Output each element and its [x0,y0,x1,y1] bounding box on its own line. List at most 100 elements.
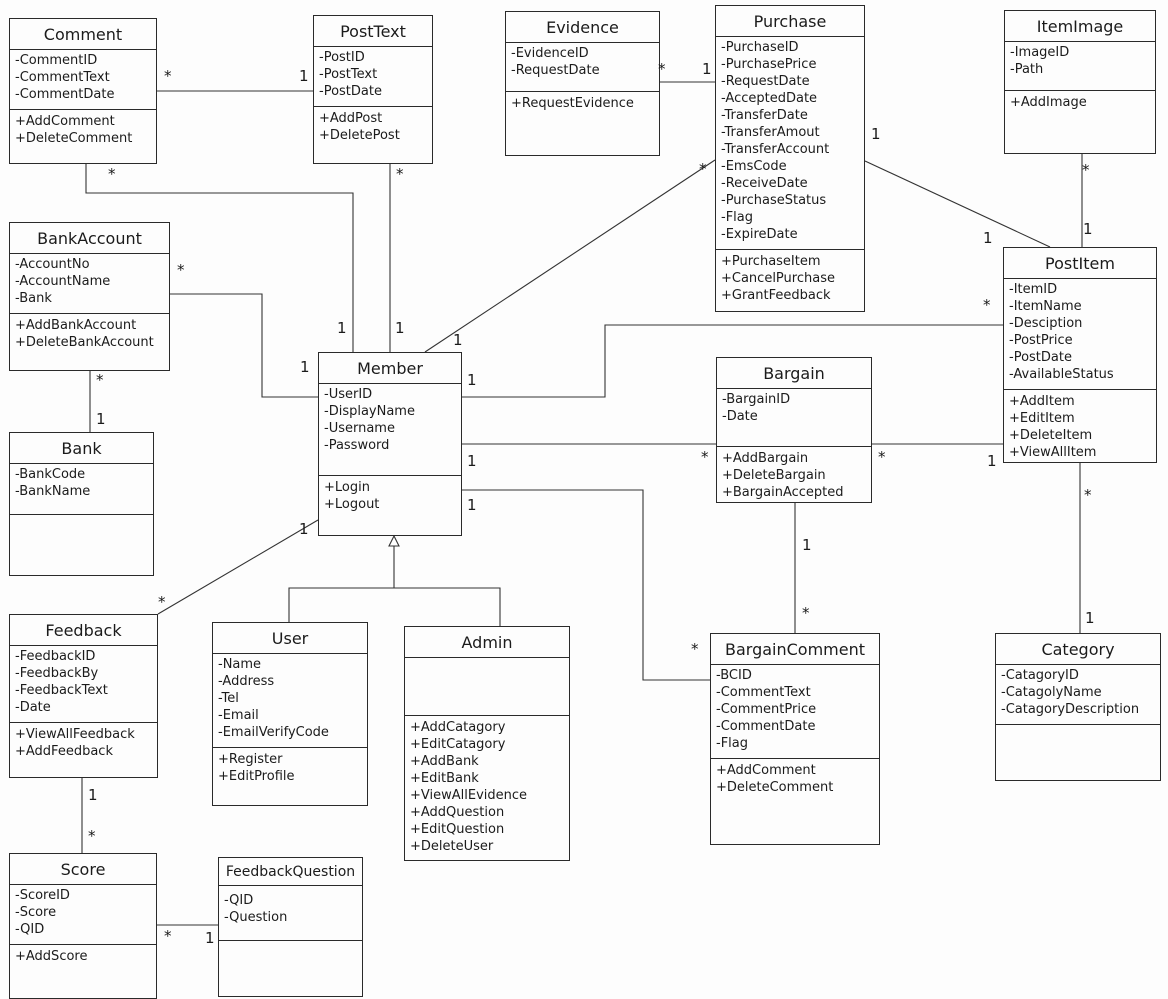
multiplicity-label: 1 [802,536,812,554]
class-bank-attributes: -BankCode -BankName [10,464,153,515]
attribute: -Date [15,700,51,715]
class-postitem-attributes: -ItemID -ItemName -Desciption -PostPrice… [1004,279,1156,390]
class-bargain-operations: +AddBargain +DeleteBargain +BargainAccep… [717,447,871,505]
attribute: -ExpireDate [721,227,798,242]
attribute: -FeedbackBy [15,666,99,681]
operation: +AddCatagory [410,720,506,735]
multiplicity-label: 1 [983,229,993,247]
class-bank-operations [10,515,153,522]
attribute: -RequestDate [511,63,600,78]
attribute: -Flag [721,210,753,225]
multiplicity-label: * [1084,486,1092,504]
class-bankaccount-operations: +AddBankAccount +DeleteBankAccount [10,314,169,355]
class-bankaccount-name: BankAccount [10,223,169,254]
class-score-name: Score [10,854,156,885]
attribute: -TransferDate [721,108,808,123]
attribute: -QID [224,893,254,908]
attribute: -Bank [15,291,52,306]
class-category-attributes: -CatagoryID -CatagolyName -CatagoryDescr… [996,665,1160,725]
attribute: -AvailableStatus [1009,367,1114,382]
class-member-name: Member [319,353,461,384]
class-posttext: PostText -PostID -PostText -PostDate +Ad… [313,15,433,164]
class-itemimage-operations: +AddImage [1005,91,1155,115]
class-itemimage: ItemImage -ImageID -Path +AddImage [1004,10,1156,154]
class-feedbackquestion-attributes: -QID -Question [219,886,362,941]
attribute: -CommentID [15,53,98,68]
attribute: -AccountNo [15,257,90,272]
multiplicity-label: * [396,165,404,183]
class-evidence: Evidence -EvidenceID -RequestDate +Reque… [505,11,660,156]
multiplicity-label: * [701,448,709,466]
assoc-member-bargaincomment [462,489,710,681]
class-category-name: Category [996,634,1160,665]
attribute: -CatagoryID [1001,668,1079,683]
operation: +CancelPurchase [721,271,835,286]
attribute: -PostText [319,67,378,82]
operation: +AddBargain [722,451,809,466]
class-member-operations: +Login +Logout [319,476,461,517]
class-admin: Admin +AddCatagory +EditCatagory +AddBan… [404,626,570,861]
multiplicity-label: 1 [467,452,477,470]
multiplicity-label: 1 [300,358,310,376]
class-bargaincomment-name: BargainComment [711,634,879,665]
class-postitem-name: PostItem [1004,248,1156,279]
class-score-operations: +AddScore [10,945,156,969]
operation: +PurchaseItem [721,254,821,269]
operation: +EditProfile [218,769,295,784]
multiplicity-label: * [164,927,172,945]
class-feedbackquestion: FeedbackQuestion -QID -Question [218,857,363,997]
operation: +AddPost [319,111,383,126]
attribute: -ImageID [1010,45,1070,60]
generalization-lines [288,587,501,626]
multiplicity-label: 1 [702,60,712,78]
multiplicity-label: 1 [299,520,309,538]
attribute: -ScoreID [15,888,70,903]
multiplicity-label: 1 [88,786,98,804]
attribute: -FeedbackID [15,649,96,664]
operation: +AddComment [15,114,115,129]
attribute: -CommentDate [716,719,816,734]
attribute: -CommentText [716,685,811,700]
class-feedback-attributes: -FeedbackID -FeedbackBy -FeedbackText -D… [10,646,157,723]
class-posttext-name: PostText [314,16,432,47]
multiplicity-label: * [164,67,172,85]
class-category: Category -CatagoryID -CatagolyName -Cata… [995,633,1161,781]
multiplicity-label: * [88,827,96,845]
attribute: -Address [218,674,275,689]
multiplicity-label: * [1082,161,1090,179]
attribute: -CatagoryDescription [1001,702,1140,717]
class-bargaincomment: BargainComment -BCID -CommentText -Comme… [710,633,880,845]
class-feedback: Feedback -FeedbackID -FeedbackBy -Feedba… [9,614,158,778]
class-member: Member -UserID -DisplayName -Username -P… [318,352,462,536]
operation: +AddBank [410,754,479,769]
multiplicity-label: 1 [395,319,405,337]
attribute: -DisplayName [324,404,415,419]
attribute: -Path [1010,62,1044,77]
attribute: -PostDate [319,84,382,99]
attribute: -PostDate [1009,350,1072,365]
attribute: -PurchaseStatus [721,193,827,208]
attribute: -Name [218,657,262,672]
class-user: User -Name -Address -Tel -Email -EmailVe… [212,622,368,806]
operation: +AddBankAccount [15,318,137,333]
attribute: -Tel [218,691,239,706]
attribute: -Question [224,910,288,925]
operation: +ViewAllItem [1009,445,1097,460]
multiplicity-label: 1 [871,125,881,143]
operation: +EditBank [410,771,479,786]
multiplicity-label: 1 [337,319,347,337]
attribute: -ItemName [1009,299,1082,314]
operation: +DeleteBargain [722,468,826,483]
attribute: -BargainID [722,392,791,407]
attribute: -FeedbackText [15,683,108,698]
multiplicity-label: * [96,371,104,389]
attribute: -EvidenceID [511,46,589,61]
multiplicity-label: * [802,604,810,622]
attribute: -EmsCode [721,159,787,174]
attribute: -Date [722,409,758,424]
class-posttext-operations: +AddPost +DeletePost [314,107,432,148]
class-bargain: Bargain -BargainID -Date +AddBargain +De… [716,357,872,503]
class-evidence-name: Evidence [506,12,659,43]
multiplicity-label: 1 [467,496,477,514]
